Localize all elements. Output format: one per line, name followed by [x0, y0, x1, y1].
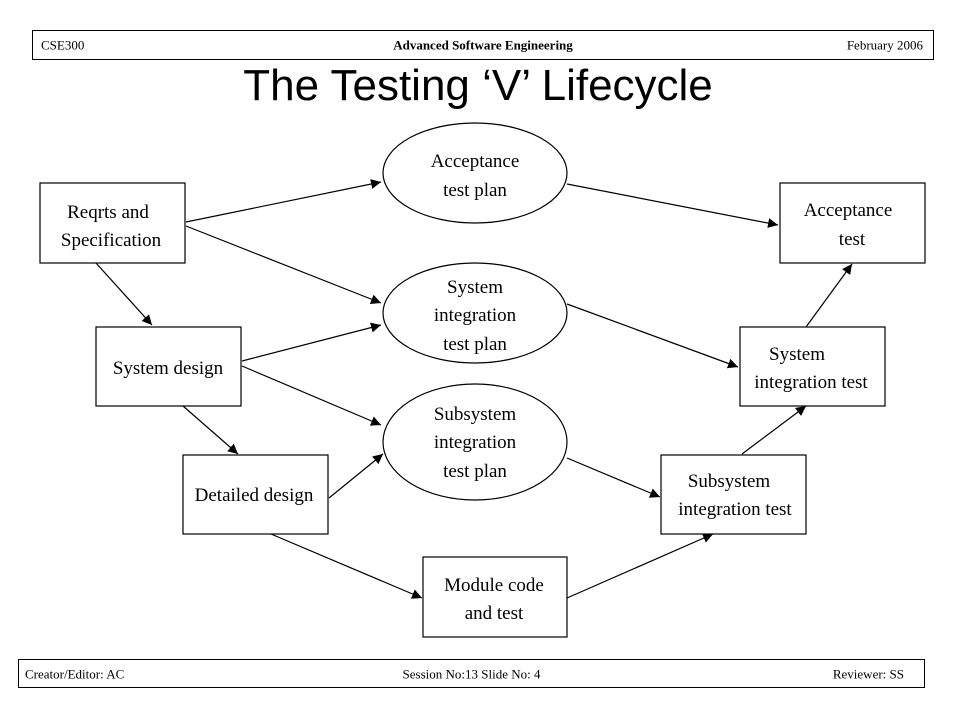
- arrow-acceptance-plan-to-acceptance-test: [566, 183, 779, 229]
- node-subsystem-integration-test-plan-line-3: test plan: [443, 461, 507, 482]
- node-module-code-box: [422, 556, 568, 638]
- creator-editor: Creator/Editor: AC: [25, 666, 125, 681]
- node-system-integration-test-plan: System integration test plan: [382, 262, 568, 364]
- arrow-detailed-design-to-module-code: [270, 533, 423, 599]
- arrow-detailed-design-to-subsystem-plan: [328, 453, 384, 499]
- arrow-system-plan-to-system-test: [566, 303, 739, 369]
- node-system-integration-test-plan-line-2: integration: [434, 305, 517, 326]
- node-subsystem-integration-test-plan-line-2: integration: [434, 432, 517, 453]
- arrow-reqrts-to-system-design: [95, 262, 153, 326]
- slide-date: February 2006: [846, 37, 923, 53]
- node-system-integration-test-plan-line-3: test plan: [443, 334, 507, 355]
- node-acceptance-test: Acceptance test: [779, 182, 926, 264]
- node-system-integration-test-plan-line-1: System: [447, 277, 503, 298]
- node-system-integration-test-plan-ellipse: [382, 262, 568, 364]
- arrow-subsystem-plan-to-subsystem-test: [566, 457, 661, 498]
- node-system-design: System design: [95, 326, 242, 407]
- node-system-design-line-1: System design: [113, 358, 224, 379]
- node-subsystem-integration-test-plan-line-1: Subsystem: [434, 404, 517, 425]
- connectors: [95, 179, 853, 599]
- node-reqrts: Reqrts and Specification: [39, 182, 186, 264]
- node-subsystem-integration-test-line-2: integration test: [678, 499, 792, 520]
- node-system-integration-test-box: [739, 326, 886, 407]
- node-acceptance-test-box: [779, 182, 926, 264]
- arrow-reqrts-to-system-plan: [185, 225, 382, 304]
- node-detailed-design-line-1: Detailed design: [195, 485, 314, 506]
- node-acceptance-test-line-2: test: [839, 229, 866, 250]
- reviewer: Reviewer: SS: [832, 666, 904, 681]
- page-title: The Testing ‘V’ Lifecycle: [243, 61, 713, 110]
- node-reqrts-line-1: Reqrts and: [67, 202, 149, 223]
- arrow-system-test-to-acceptance-test: [805, 263, 853, 328]
- arrow-subsystem-test-to-system-test: [741, 405, 807, 455]
- node-subsystem-integration-test-box: [660, 454, 807, 535]
- node-system-integration-test-line-1: System: [769, 344, 825, 365]
- node-subsystem-integration-test-plan: Subsystem integration test plan: [382, 383, 568, 501]
- node-system-integration-test: System integration test: [739, 326, 886, 407]
- node-detailed-design-box: [182, 454, 329, 535]
- arrow-system-design-to-subsystem-plan: [241, 365, 382, 426]
- node-subsystem-integration-test: Subsystem integration test: [660, 454, 807, 535]
- course-title: Advanced Software Engineering: [393, 37, 573, 53]
- session-slide-number: Session No:13 Slide No: 4: [402, 666, 541, 681]
- node-acceptance-test-plan-ellipse: [382, 122, 568, 224]
- node-detailed-design: Detailed design: [182, 454, 329, 535]
- node-system-integration-test-line-2: integration test: [754, 372, 868, 393]
- node-subsystem-integration-test-plan-ellipse: [382, 383, 568, 501]
- node-reqrts-line-2: Specification: [61, 230, 162, 251]
- arrow-system-design-to-system-plan: [241, 322, 382, 362]
- arrow-reqrts-to-acceptance-plan: [185, 179, 382, 223]
- arrow-system-design-to-detailed-design: [182, 405, 239, 455]
- node-acceptance-test-plan-line-1: Acceptance: [431, 151, 520, 172]
- node-reqrts-box: [39, 182, 186, 264]
- node-subsystem-integration-test-line-1: Subsystem: [688, 471, 771, 492]
- node-system-design-box: [95, 326, 242, 407]
- node-module-code-line-2: and test: [465, 603, 524, 624]
- node-acceptance-test-plan-line-2: test plan: [443, 180, 507, 201]
- arrow-module-code-to-subsystem-test: [566, 533, 714, 599]
- footer-bar: Creator/Editor: AC Session No:13 Slide N…: [18, 659, 925, 688]
- node-acceptance-test-line-1: Acceptance: [804, 200, 893, 221]
- node-acceptance-test-plan: Acceptance test plan: [382, 122, 568, 224]
- header-bar: CSE300 Advanced Software Engineering Feb…: [32, 30, 934, 60]
- node-module-code: Module code and test: [422, 556, 568, 638]
- course-code: CSE300: [41, 37, 85, 53]
- node-module-code-line-1: Module code: [444, 575, 544, 596]
